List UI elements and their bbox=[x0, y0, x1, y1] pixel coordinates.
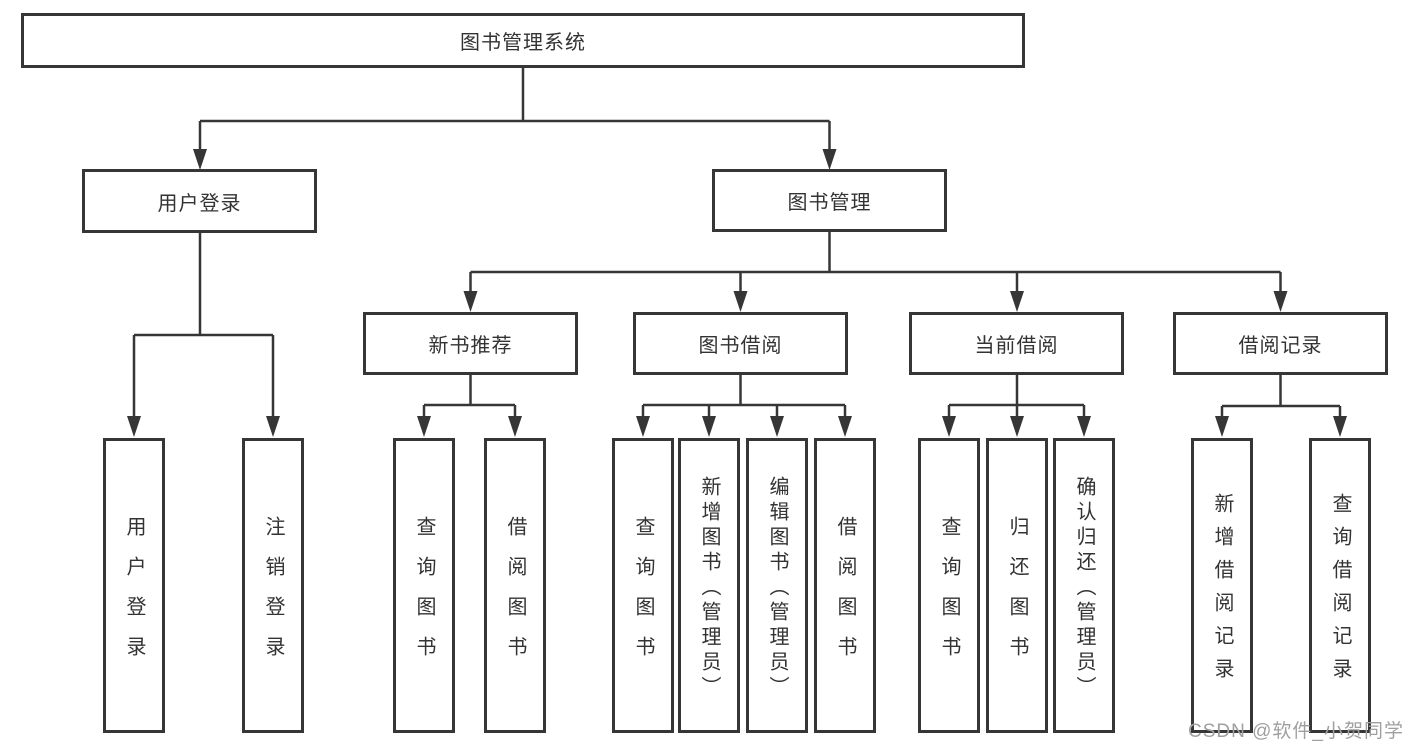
leaf-label: 新增图书（管理员） bbox=[698, 475, 720, 701]
node-borrow-records: 借阅记录 bbox=[1173, 312, 1388, 375]
node-root: 图书管理系统 bbox=[21, 13, 1025, 68]
leaf-borrow-books: 借阅图书 bbox=[814, 438, 876, 733]
leaf-user-login: 用户登录 bbox=[103, 438, 165, 733]
leaf-label: 查询图书 bbox=[632, 515, 654, 676]
leaf-borrow-books-recommend: 借阅图书 bbox=[484, 438, 546, 733]
leaf-label: 编辑图书（管理员） bbox=[766, 475, 788, 701]
node-current-borrow: 当前借阅 bbox=[909, 312, 1124, 375]
leaf-label: 用户登录 bbox=[123, 515, 145, 676]
node-new-book-recommend: 新书推荐 bbox=[363, 312, 578, 375]
leaf-query-books-current: 查询图书 bbox=[918, 438, 980, 733]
leaf-logout: 注销登录 bbox=[242, 438, 304, 733]
watermark: CSDN @软件_小贺同学 bbox=[1188, 721, 1404, 742]
leaf-label: 归还图书 bbox=[1006, 515, 1028, 676]
leaf-confirm-return-admin: 确认归还（管理员） bbox=[1053, 438, 1115, 733]
leaf-label: 新增借阅记录 bbox=[1211, 493, 1233, 691]
leaf-add-borrow-record: 新增借阅记录 bbox=[1191, 438, 1253, 733]
leaf-label: 注销登录 bbox=[262, 515, 284, 676]
leaf-query-books-recommend: 查询图书 bbox=[393, 438, 455, 733]
node-book-borrow: 图书借阅 bbox=[633, 312, 848, 375]
leaf-label: 确认归还（管理员） bbox=[1073, 475, 1095, 701]
leaf-label: 借阅图书 bbox=[834, 515, 856, 676]
leaf-label: 查询图书 bbox=[413, 515, 435, 676]
leaf-label: 查询图书 bbox=[938, 515, 960, 676]
leaf-label: 借阅图书 bbox=[504, 515, 526, 676]
leaf-return-books: 归还图书 bbox=[986, 438, 1048, 733]
node-book-management: 图书管理 bbox=[712, 169, 947, 232]
leaf-query-books-borrow: 查询图书 bbox=[612, 438, 674, 733]
leaf-query-borrow-record: 查询借阅记录 bbox=[1309, 438, 1371, 733]
leaf-label: 查询借阅记录 bbox=[1329, 493, 1351, 691]
leaf-add-books-admin: 新增图书（管理员） bbox=[678, 438, 740, 733]
node-user-login: 用户登录 bbox=[82, 169, 317, 233]
leaf-edit-books-admin: 编辑图书（管理员） bbox=[746, 438, 808, 733]
